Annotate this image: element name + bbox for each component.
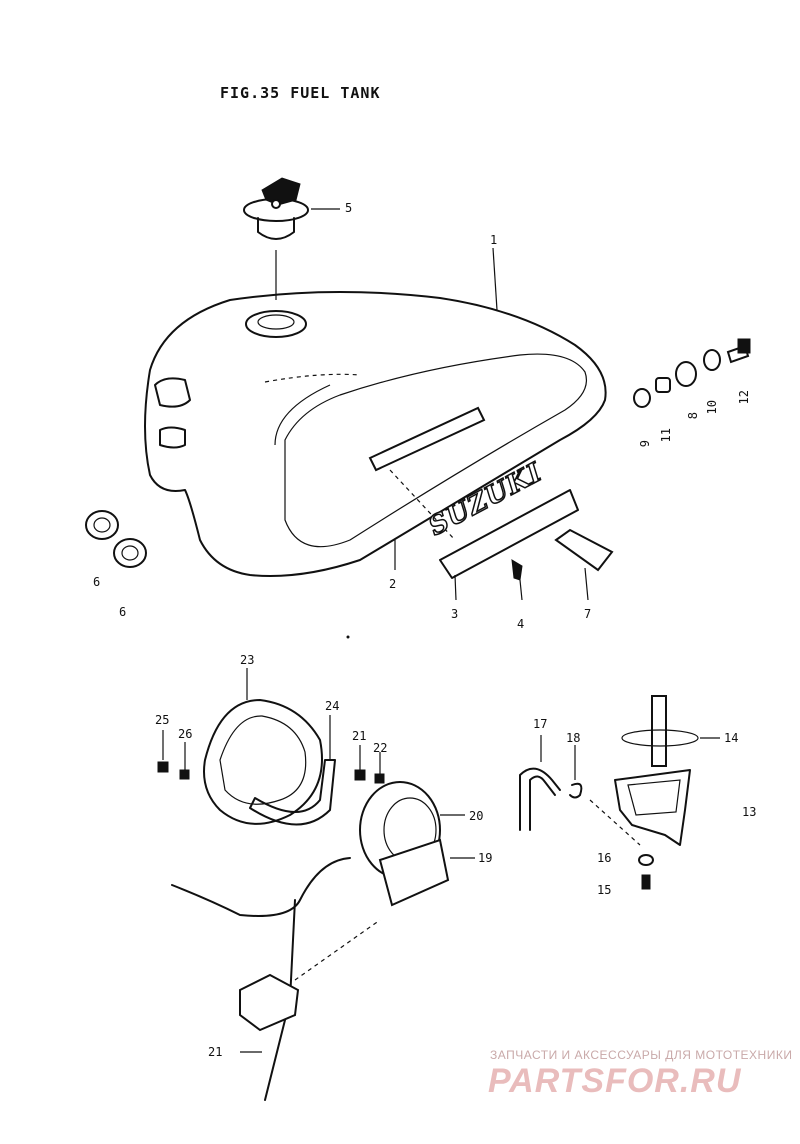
fuel-tank xyxy=(144,247,607,577)
fuel-cock xyxy=(519,695,720,890)
callout-21a: 21 xyxy=(352,729,367,743)
filler-ring-assembly xyxy=(157,668,336,826)
callout-15: 15 xyxy=(597,883,612,897)
rubber-dampers xyxy=(85,510,147,568)
callout-7: 7 xyxy=(584,607,592,621)
callout-26: 26 xyxy=(178,727,193,741)
callout-2: 2 xyxy=(389,577,397,591)
emblem-and-trim xyxy=(394,489,614,601)
mounting-hardware xyxy=(633,338,751,408)
watermark-tagline: ЗАПЧАСТИ И АКСЕССУАРЫ ДЛЯ МОТОТЕХНИКИ xyxy=(490,1048,793,1062)
callout-8: 8 xyxy=(686,412,700,420)
callout-10: 10 xyxy=(705,400,719,415)
callout-24: 24 xyxy=(325,699,340,713)
diagram-dot xyxy=(346,635,350,639)
callout-23: 23 xyxy=(240,653,255,667)
fuel-cap xyxy=(243,177,340,300)
callout-6a: 6 xyxy=(93,575,101,589)
callout-1: 1 xyxy=(490,233,498,247)
callout-21b: 21 xyxy=(208,1045,223,1059)
callout-3: 3 xyxy=(451,607,459,621)
callout-22: 22 xyxy=(373,741,388,755)
callout-19: 19 xyxy=(478,851,493,865)
callout-9: 9 xyxy=(638,440,652,448)
callout-18: 18 xyxy=(566,731,581,745)
callout-25: 25 xyxy=(155,713,170,727)
callout-16: 16 xyxy=(597,851,612,865)
callout-13: 13 xyxy=(742,805,757,819)
callout-5: 5 xyxy=(345,201,353,215)
callout-4: 4 xyxy=(517,617,525,631)
callout-20: 20 xyxy=(469,809,484,823)
fuel-gauge-unit xyxy=(171,745,475,1101)
callout-17: 17 xyxy=(533,717,548,731)
callout-11: 11 xyxy=(659,428,673,443)
callout-14: 14 xyxy=(724,731,739,745)
callout-12: 12 xyxy=(737,390,751,405)
callout-6b: 6 xyxy=(119,605,127,619)
figure-title: FIG.35 FUEL TANK xyxy=(220,84,381,102)
watermark-brand[interactable]: PARTSFOR.RU xyxy=(488,1062,742,1100)
